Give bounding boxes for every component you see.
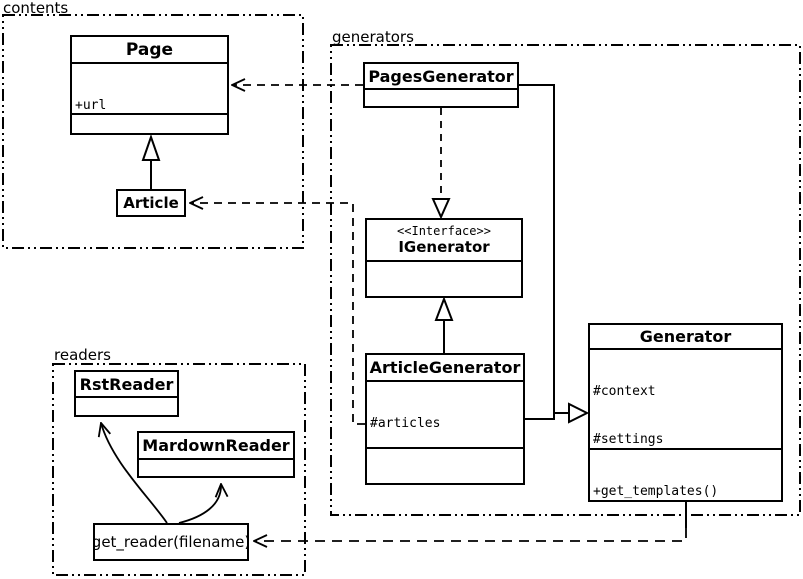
- class-articlegenerator: ArticleGenerator #articles #dates #tags …: [365, 353, 525, 485]
- attribute: +url: [75, 97, 107, 113]
- class-rstreader-title: RstReader: [79, 374, 174, 394]
- node-get-reader: get_reader(filename): [93, 523, 249, 561]
- package-generators-label: generators: [332, 28, 414, 46]
- class-igenerator: <<Interface>> IGenerator +generate_conte…: [365, 218, 523, 298]
- package-contents-label: contents: [3, 0, 69, 17]
- class-pagesgenerator-title: PagesGenerator: [368, 66, 514, 86]
- package-readers-border: [52, 363, 306, 576]
- attribute: #articles: [370, 415, 441, 431]
- realization-pagesgenerator-to-igenerator: [431, 108, 451, 220]
- arrow-get-reader-to-mardownreader: [178, 484, 221, 524]
- package-contents-border: [2, 14, 304, 249]
- class-page: Page +url +slug +summary +check_properti…: [70, 35, 229, 135]
- generalization-generators-to-generator: [519, 84, 590, 424]
- attribute: #context: [593, 383, 656, 399]
- class-mardownreader: MardownReader +read(): [137, 431, 295, 478]
- get-reader-label: get_reader(filename): [95, 533, 247, 551]
- attribute: #settings: [593, 432, 664, 448]
- class-mardownreader-title: MardownReader: [142, 436, 290, 455]
- method: +get_templates(): [593, 483, 719, 499]
- dependency-generator-to-get-reader: [254, 502, 687, 541]
- class-pagesgenerator: PagesGenerator #pages: [363, 62, 519, 108]
- dependency-articlegenerator-to-article: [190, 203, 365, 425]
- class-igenerator-title: IGenerator: [398, 238, 490, 256]
- class-article-title: Article: [123, 194, 179, 212]
- class-articlegenerator-title: ArticleGenerator: [369, 358, 521, 377]
- class-page-title: Page: [125, 39, 174, 60]
- package-readers-label: readers: [54, 346, 111, 364]
- class-article: Article: [116, 189, 186, 217]
- generalization-articlegenerator-to-igenerator: [434, 296, 454, 353]
- arrow-get-reader-to-rstreader: [101, 423, 168, 524]
- generalization-article-to-page: [141, 133, 161, 189]
- class-rstreader: RstReader +read(): [74, 370, 179, 417]
- class-generator: Generator #context #settings #path #them…: [588, 323, 783, 502]
- igenerator-stereotype: <<Interface>>: [397, 224, 491, 238]
- class-generator-title: Generator: [639, 327, 732, 346]
- package-generators-border: [330, 44, 801, 516]
